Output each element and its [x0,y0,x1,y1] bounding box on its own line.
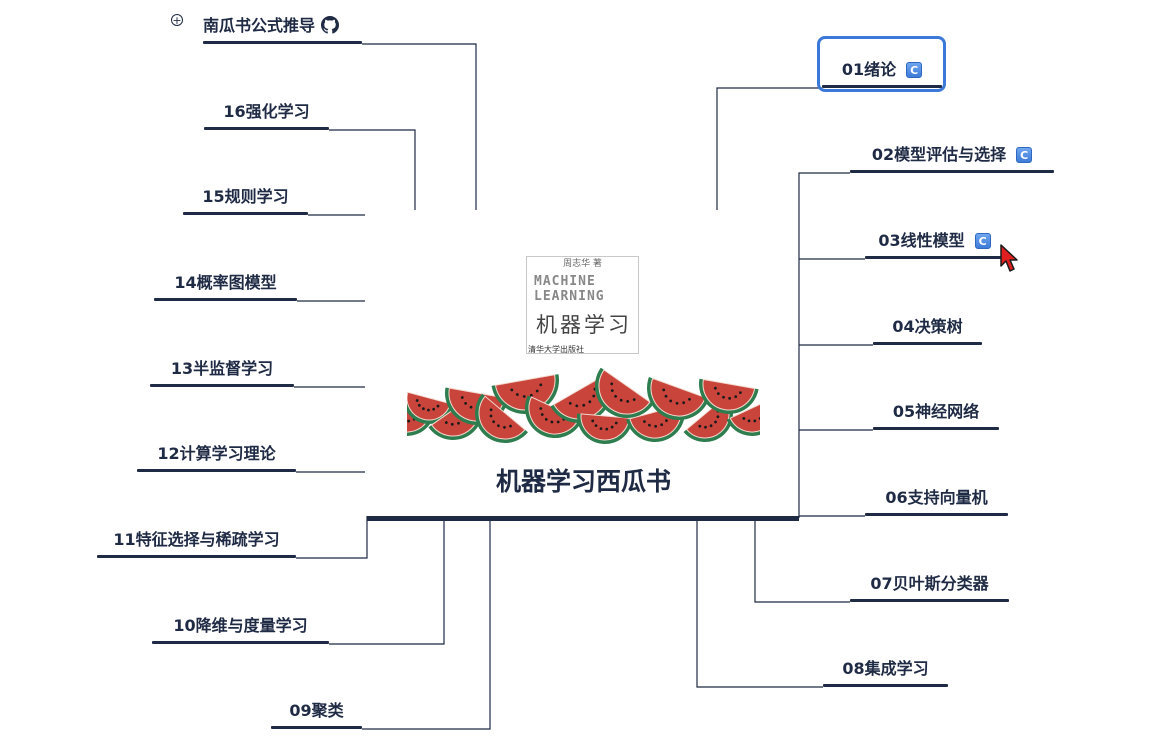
central-topic-title[interactable]: 机器学习西瓜书 [495,467,671,496]
c-badge-icon[interactable]: C [974,233,991,249]
node-dimensionality-reduction[interactable]: 10降维与度量学习 [152,608,329,646]
node-label: 03线性模型 [878,231,965,250]
node-label: 14概率图模型 [174,273,277,292]
node-underline [152,641,329,644]
book-cover-frame [526,256,639,354]
watermelon-slice [407,391,455,424]
watermelon-slice [577,413,633,444]
node-label: 12计算学习理论 [157,444,276,463]
node-underline [97,555,296,558]
node-clustering[interactable]: 09聚类 [271,693,362,731]
node-computational-learning-theory[interactable]: 12计算学习理论 [137,436,296,474]
node-underline [183,212,308,215]
node-underline [865,256,1004,259]
node-semi-supervised-learning[interactable]: 13半监督学习 [150,351,294,389]
watermelon-slice [475,393,528,443]
node-rule-learning[interactable]: 15规则学习 [183,179,308,217]
node-label: 15规则学习 [202,187,289,206]
selection-highlight [817,36,946,92]
github-icon[interactable] [321,16,340,34]
book-title-english-2: LEARNING [534,289,605,304]
node-linear-model[interactable]: 03线性模型 C [865,223,1004,261]
node-underline [137,469,296,472]
node-underline [204,127,329,130]
watermelon-slice [647,377,710,420]
node-underline [203,41,362,44]
node-neural-network[interactable]: 05神经网络 [873,394,999,432]
node-svm[interactable]: 06支持向量机 [865,480,1008,518]
watermelon-slice [699,378,759,414]
node-label: 08集成学习 [842,659,929,678]
node-ensemble-learning[interactable]: 08集成学习 [823,651,948,689]
node-label: 09聚类 [289,701,344,720]
node-underline [154,298,297,301]
watermelon-slice [595,368,654,418]
node-label: 02模型评估与选择 [871,145,1007,164]
book-author: 周志华 著 [563,259,602,269]
node-decision-tree[interactable]: 04决策树 [873,309,982,347]
node-underline [271,726,362,729]
c-badge-icon[interactable]: C [1016,147,1033,163]
node-label: 04决策树 [892,317,963,336]
node-feature-selection[interactable]: 11特征选择与稀疏学习 [97,522,296,560]
node-pumpkin-book[interactable]: 南瓜书公式推导 [203,8,362,46]
node-underline [823,684,948,687]
c-badge-icon[interactable]: C [906,62,923,78]
node-label: 13半监督学习 [170,359,274,378]
node-label: 南瓜书公式推导 [203,16,316,35]
book-title-english-1: MACHINE [534,274,596,289]
node-label: 16强化学习 [223,102,310,121]
node-reinforcement-learning[interactable]: 16强化学习 [204,94,329,132]
node-introduction[interactable]: 01绪论 C [822,52,942,90]
node-label: 06支持向量机 [885,488,988,507]
node-label: 01绪论 [841,60,897,79]
node-underline [850,170,1054,173]
node-underline [822,85,942,88]
node-underline [865,513,1008,516]
node-underline [150,384,294,387]
node-underline [873,342,982,345]
book-title-chinese: 机器学习 [536,313,632,337]
node-bayes-classifier[interactable]: 07贝叶斯分类器 [850,566,1009,604]
expand-circle-icon[interactable]: + [171,14,183,27]
node-label: 05神经网络 [892,402,980,421]
node-probabilistic-graphical-model[interactable]: 14概率图模型 [154,265,297,303]
node-underline [850,599,1009,602]
node-model-evaluation[interactable]: 02模型评估与选择 C [850,137,1054,175]
watermelon-slice [726,396,760,436]
node-underline [873,427,999,430]
mouse-cursor-icon [1000,244,1018,272]
node-label: 11特征选择与稀疏学习 [113,530,280,549]
node-label: 07贝叶斯分类器 [870,574,989,593]
book-cover-image: 周志华 著 MACHINE LEARNING 机器学习 清华大学出版社 [526,256,639,354]
watermelon-illustration [407,368,760,444]
book-publisher: 清华大学出版社 [528,345,584,354]
node-label: 10降维与度量学习 [173,616,308,635]
